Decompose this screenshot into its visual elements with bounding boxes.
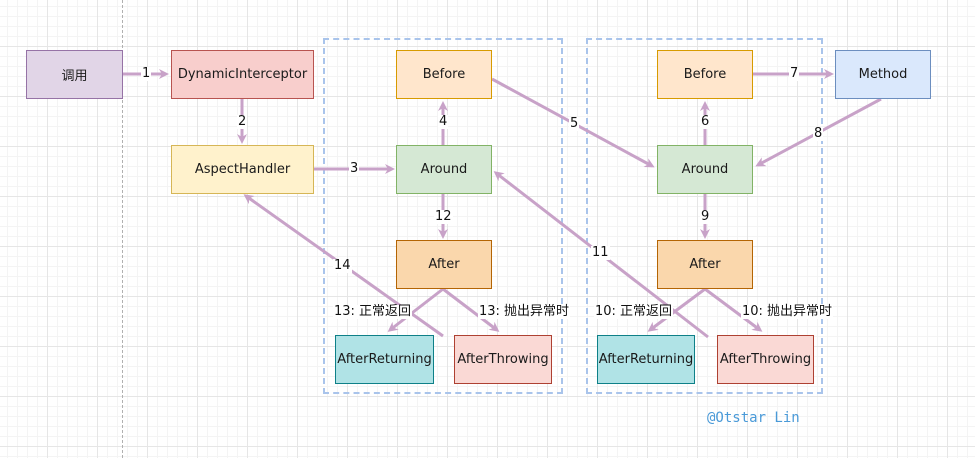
node-group1-after-throwing: AfterThrowing xyxy=(454,335,552,384)
vertical-divider xyxy=(122,0,123,458)
edge-label-13-return: 13: 正常返回 xyxy=(333,304,413,319)
node-group2-after: After xyxy=(657,240,753,289)
edge-label-5: 5 xyxy=(569,116,580,131)
node-group1-after: After xyxy=(396,240,492,289)
edge-label-13-throw: 13: 抛出异常时 xyxy=(478,304,571,319)
edge-label-1: 1 xyxy=(141,66,152,81)
node-method: Method xyxy=(835,50,931,99)
aspect-group-1 xyxy=(323,38,563,394)
edge-label-11: 11 xyxy=(591,245,610,260)
edge-10-return xyxy=(647,287,706,332)
edge-label-7: 7 xyxy=(789,66,800,81)
edge-10-throw xyxy=(704,287,763,332)
edge-13-throw xyxy=(442,287,500,332)
node-group1-after-returning: AfterReturning xyxy=(335,335,434,384)
edge-13-return xyxy=(387,287,444,332)
node-dynamic-interceptor: DynamicInterceptor xyxy=(171,50,314,99)
aspect-group-2 xyxy=(586,38,823,394)
edge-label-9: 9 xyxy=(700,209,711,224)
node-call: 调用 xyxy=(26,50,123,99)
edge-label-8: 8 xyxy=(813,126,824,141)
node-group1-before: Before xyxy=(396,50,492,99)
node-group1-around: Around xyxy=(396,145,492,194)
node-aspect-handler: AspectHandler xyxy=(171,145,314,194)
edge-label-14: 14 xyxy=(333,258,352,273)
edge-label-6: 6 xyxy=(700,114,711,129)
node-group2-after-throwing: AfterThrowing xyxy=(717,335,814,384)
edge-label-12: 12 xyxy=(434,209,453,224)
edge-label-10-throw: 10: 抛出异常时 xyxy=(741,304,834,319)
edge-label-10-return: 10: 正常返回 xyxy=(594,304,674,319)
edge-label-2: 2 xyxy=(237,114,248,129)
edge-label-4: 4 xyxy=(438,114,449,129)
node-group2-after-returning: AfterReturning xyxy=(597,335,695,384)
watermark: @Otstar Lin xyxy=(707,410,800,426)
node-group2-before: Before xyxy=(657,50,753,99)
edge-label-3: 3 xyxy=(349,161,360,176)
node-group2-around: Around xyxy=(657,145,753,194)
